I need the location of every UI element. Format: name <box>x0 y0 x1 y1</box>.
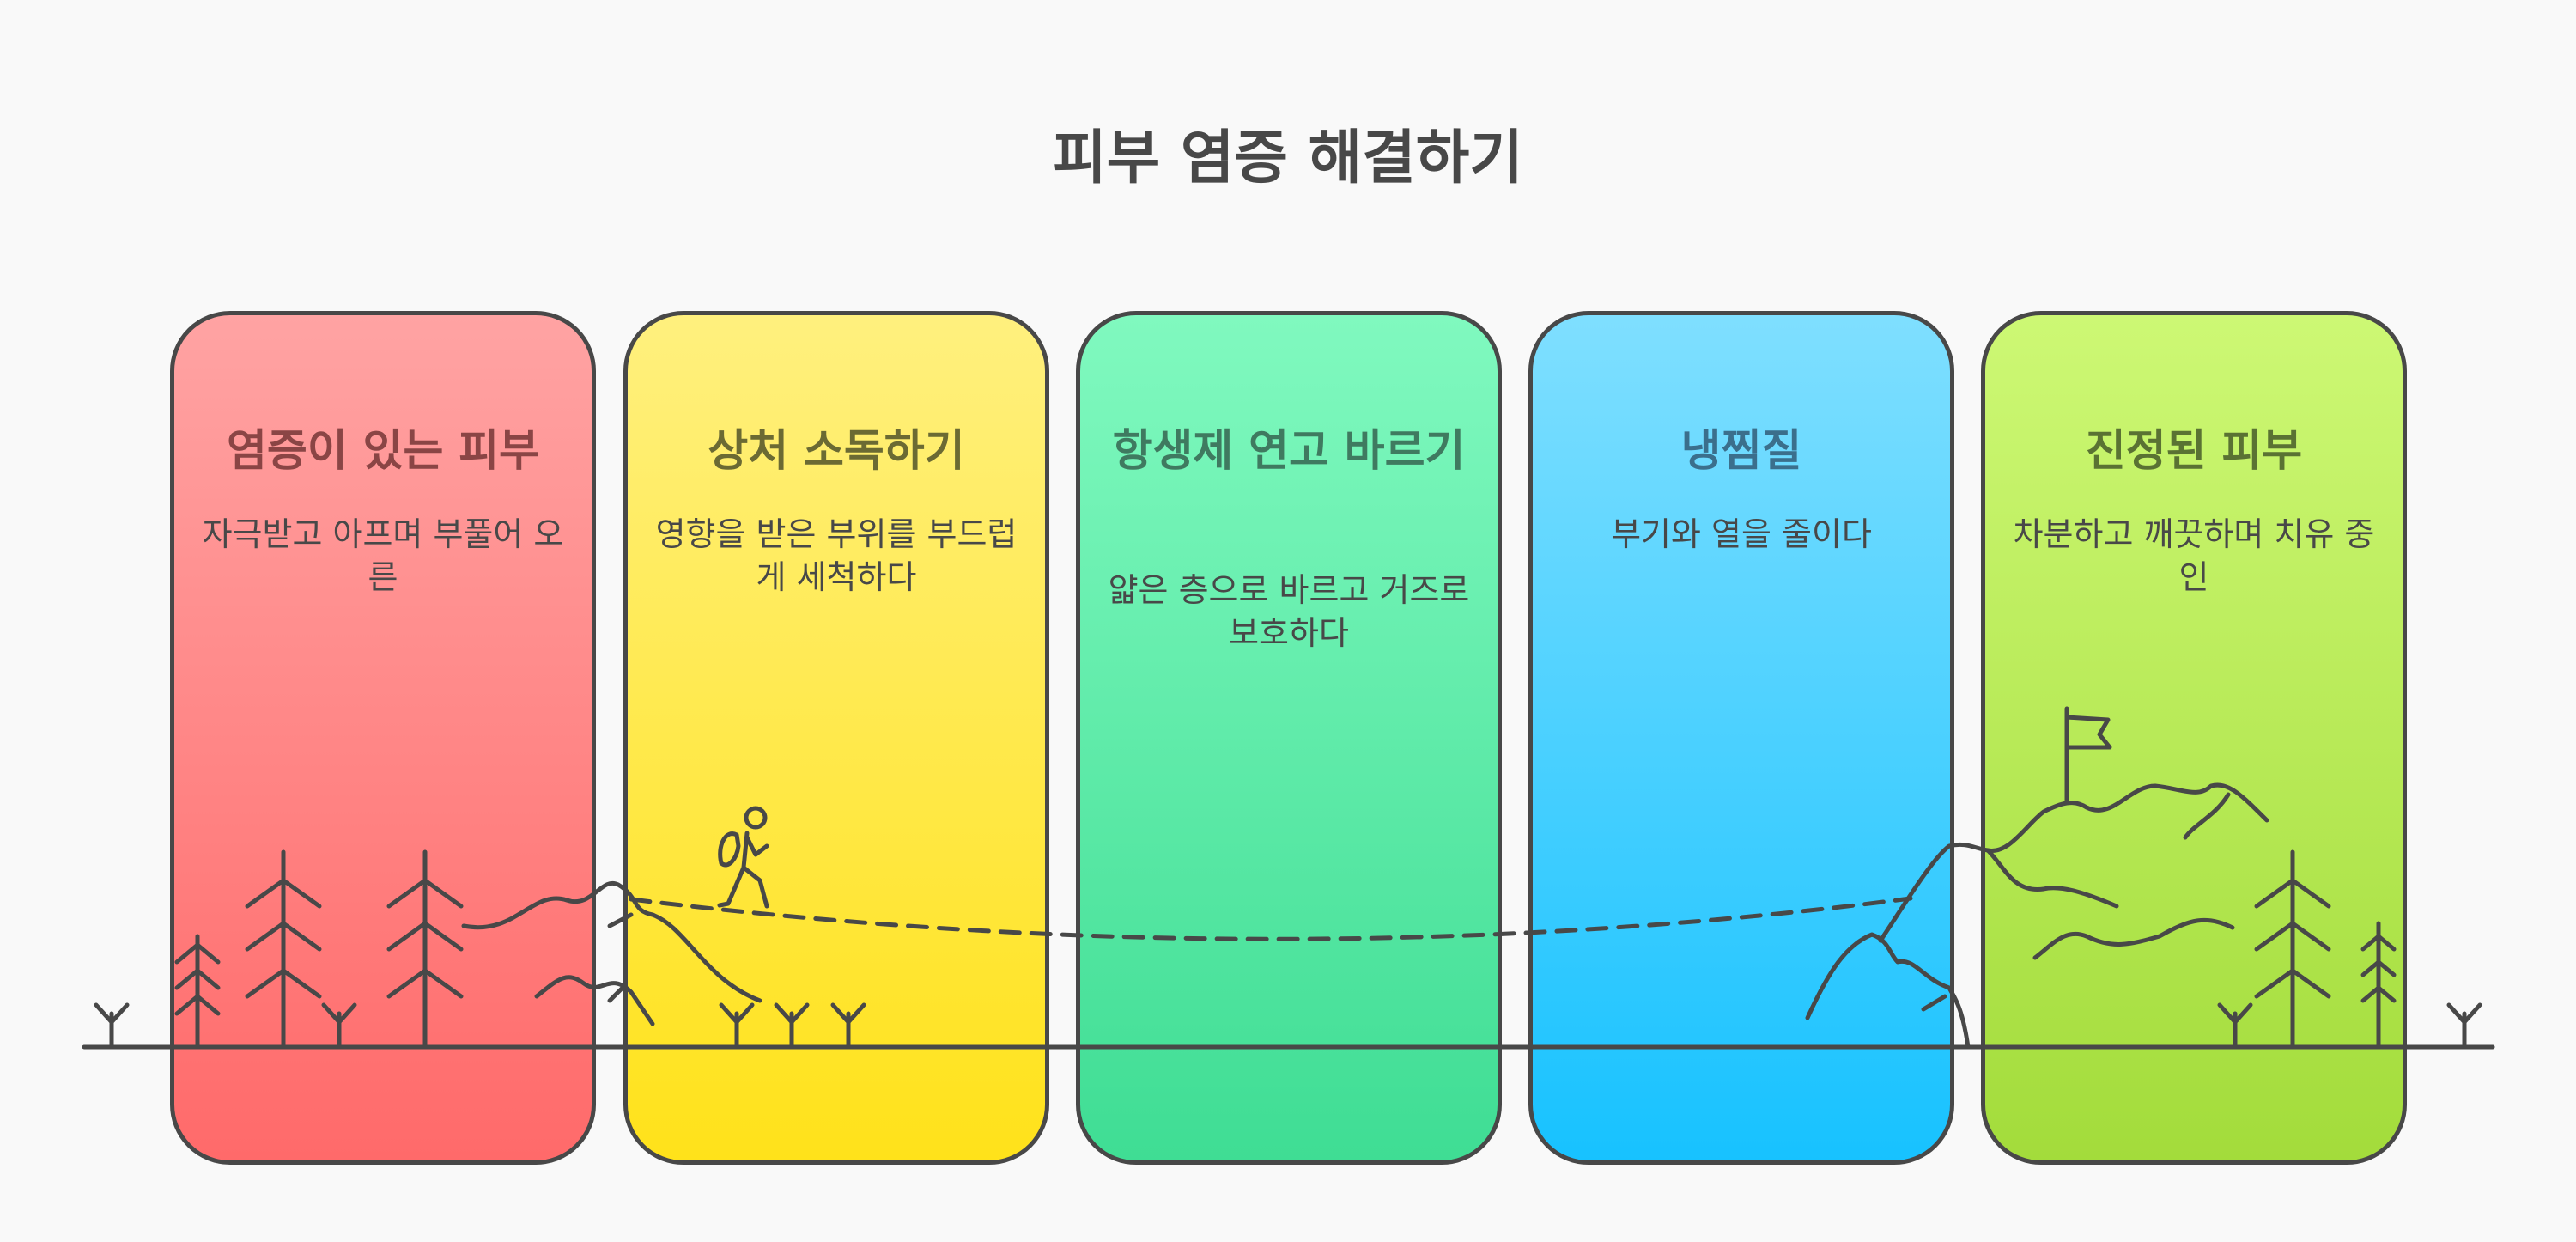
flag-icon <box>2064 706 2112 806</box>
diagram-title: 피부 염증 해결하기 <box>1053 125 1523 192</box>
grass-sprout-icon <box>2446 1002 2482 1050</box>
step-description: 얇은 층으로 바르고 거즈로 보호하다 <box>1108 571 1470 652</box>
step-title: 염증이 있는 피부 <box>227 426 539 477</box>
grass-sprout-icon <box>2217 1002 2253 1050</box>
step-card-calm-skin: 진정된 피부 차분하고 깨끗하며 치유 중인 <box>1981 311 2407 1165</box>
hill-icon <box>461 880 762 1026</box>
step-title: 냉찜질 <box>1680 426 1802 477</box>
step-title: 상처 소독하기 <box>708 426 965 477</box>
journey-path <box>629 896 1913 941</box>
step-card-inflamed-skin: 염증이 있는 피부 자극받고 아프며 부풀어 오른 <box>170 311 596 1165</box>
step-description: 차분하고 깨끗하며 치유 중인 <box>2013 515 2375 596</box>
pine-tree-icon <box>2254 849 2331 1050</box>
mountain-icon <box>1805 782 2269 1050</box>
grass-sprout-icon <box>321 1002 357 1050</box>
hiker-icon <box>717 806 769 909</box>
step-description: 영향을 받은 부위를 부드럽게 세척하다 <box>655 515 1018 596</box>
step-card-cold-compress: 냉찜질 부기와 열을 줄이다 <box>1528 311 1954 1165</box>
step-title: 진정된 피부 <box>2085 426 2303 477</box>
grass-sprout-icon <box>719 1002 755 1050</box>
step-title: 항생제 연고 바르기 <box>1112 426 1466 477</box>
pine-tree-icon <box>386 849 464 1050</box>
step-card-apply-ointment: 항생제 연고 바르기 얇은 층으로 바르고 거즈로 보호하다 <box>1076 311 1502 1165</box>
step-description: 자극받고 아프며 부풀어 오른 <box>202 515 564 596</box>
step-card-disinfect-wound: 상처 소독하기 영향을 받은 부위를 부드럽게 세척하다 <box>623 311 1049 1165</box>
small-pine-tree-icon <box>174 934 221 1050</box>
pine-tree-icon <box>245 849 322 1050</box>
grass-sprout-icon <box>774 1002 810 1050</box>
small-pine-tree-icon <box>2360 921 2397 1050</box>
grass-sprout-icon <box>94 1002 130 1050</box>
grass-sprout-icon <box>830 1002 866 1050</box>
step-description: 부기와 열을 줄이다 <box>1611 515 1872 553</box>
